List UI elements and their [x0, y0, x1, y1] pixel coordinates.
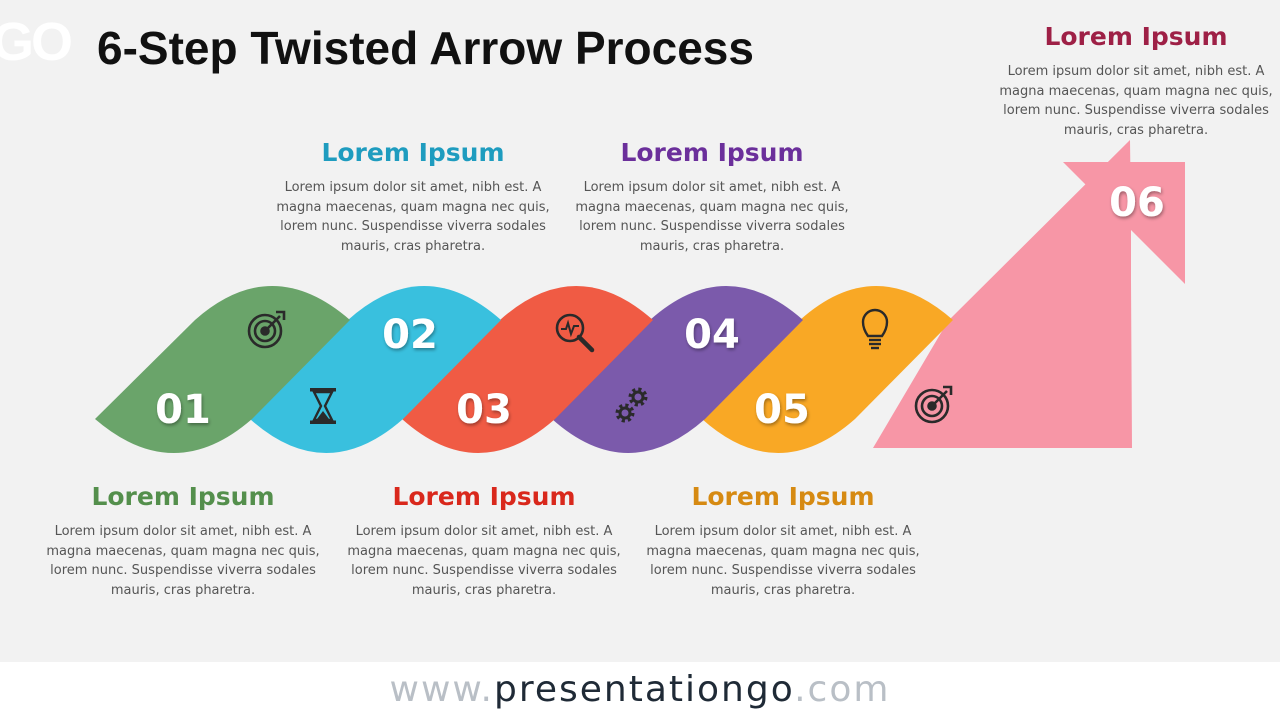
step-02-description: Lorem ipsum dolor sit amet, nibh est. A … [276, 180, 550, 254]
twist-segment-05 [702, 286, 953, 453]
twisted-arrow-diagram: 01 02 03 04 05 06 [95, 140, 1185, 453]
step-06-heading: Lorem Ipsum [1044, 22, 1228, 51]
step-05-text: Lorem Ipsum Lorem ipsum dolor sit amet, … [643, 482, 923, 600]
target-icon [914, 385, 953, 424]
logo-fragment: GO [0, 12, 73, 72]
step-04-text: Lorem Ipsum Lorem ipsum dolor sit amet, … [572, 138, 852, 256]
twist-segment-01 [95, 286, 350, 453]
step-number-05: 05 [754, 387, 810, 433]
footer-url[interactable]: www.presentationgo.com [390, 669, 891, 710]
step-06-text: Lorem Ipsum Lorem ipsum dolor sit amet, … [996, 22, 1276, 140]
step-number-01: 01 [155, 387, 211, 433]
arrow-head [1063, 162, 1185, 284]
step-04-heading: Lorem Ipsum [620, 138, 804, 167]
target-icon [247, 310, 286, 349]
twist-segment-03 [402, 286, 653, 453]
arrow-segment-06 [873, 140, 1132, 448]
step-01-heading: Lorem Ipsum [91, 482, 275, 511]
step-03-heading: Lorem Ipsum [392, 482, 576, 511]
footer-url-prefix: www. [389, 669, 494, 710]
twist-segment-02 [250, 286, 501, 453]
step-03-description: Lorem ipsum dolor sit amet, nibh est. A … [347, 524, 621, 598]
footer-url-brand: presentationgo [494, 669, 795, 710]
step-05-heading: Lorem Ipsum [691, 482, 875, 511]
lightbulb-icon [861, 308, 889, 350]
step-01-text: Lorem Ipsum Lorem ipsum dolor sit amet, … [43, 482, 323, 600]
step-06-description: Lorem ipsum dolor sit amet, nibh est. A … [999, 64, 1273, 138]
magnifier-pulse-icon [555, 313, 595, 353]
footer: www.presentationgo.com [0, 662, 1280, 720]
step-number-06: 06 [1109, 180, 1165, 226]
footer-url-suffix: .com [794, 669, 891, 710]
step-01-description: Lorem ipsum dolor sit amet, nibh est. A … [46, 524, 320, 598]
gears-icon [615, 387, 648, 423]
step-05-description: Lorem ipsum dolor sit amet, nibh est. A … [646, 524, 920, 598]
step-02-heading: Lorem Ipsum [321, 138, 505, 167]
step-04-description: Lorem ipsum dolor sit amet, nibh est. A … [575, 180, 849, 254]
twist-segment-04 [552, 286, 803, 453]
step-number-04: 04 [684, 312, 740, 358]
step-03-text: Lorem Ipsum Lorem ipsum dolor sit amet, … [344, 482, 624, 600]
page-title: 6-Step Twisted Arrow Process [97, 22, 754, 74]
step-02-text: Lorem Ipsum Lorem ipsum dolor sit amet, … [273, 138, 553, 256]
hourglass-icon [310, 388, 336, 424]
step-number-02: 02 [382, 312, 438, 358]
step-number-03: 03 [456, 387, 512, 433]
